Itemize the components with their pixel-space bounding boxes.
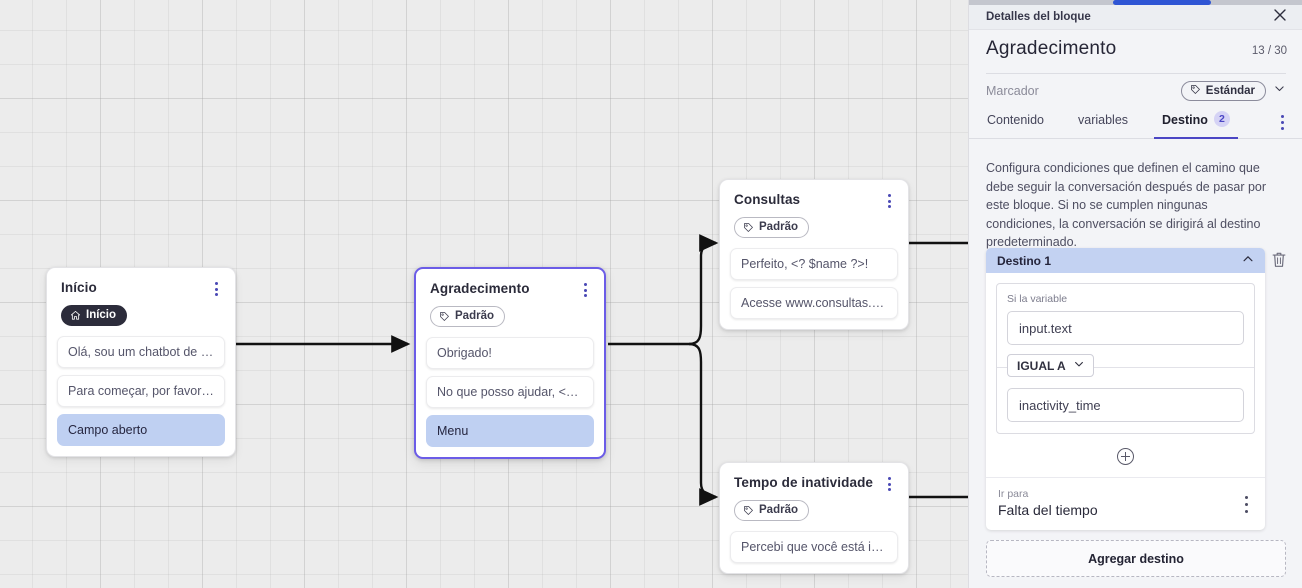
node-row[interactable]: Menu bbox=[426, 415, 594, 447]
tag-icon bbox=[743, 505, 754, 516]
home-icon bbox=[70, 310, 81, 321]
node-badge-default: Padrão bbox=[734, 217, 809, 238]
destino-card-header[interactable]: Destino 1 bbox=[986, 248, 1265, 273]
node-row[interactable]: Olá, sou um chatbot de teste! bbox=[57, 336, 225, 368]
panel-header-title: Detalles del bloque bbox=[986, 11, 1091, 23]
character-counter: 13 / 30 bbox=[1251, 45, 1287, 57]
trash-icon[interactable] bbox=[1270, 250, 1288, 270]
operator-select[interactable]: IGUAL A bbox=[1007, 354, 1094, 377]
tab-label: variables bbox=[1078, 112, 1129, 127]
node-title: Início bbox=[61, 280, 97, 295]
node-header: Início Início bbox=[47, 268, 235, 336]
node-badge-default: Padrão bbox=[430, 306, 505, 327]
add-destination-button[interactable]: Agregar destino bbox=[986, 540, 1286, 577]
node-menu-icon[interactable] bbox=[881, 192, 897, 210]
node-body: Percebi que você está inativo. C... bbox=[720, 531, 908, 573]
plus-circle-icon[interactable] bbox=[1117, 448, 1134, 465]
tag-icon bbox=[1190, 84, 1201, 98]
panel-scrollbar[interactable] bbox=[969, 0, 1302, 5]
marcador-control[interactable]: Estándar bbox=[1180, 81, 1286, 101]
chevron-down-icon[interactable] bbox=[1273, 82, 1286, 100]
node-menu-icon[interactable] bbox=[577, 281, 593, 299]
node-row[interactable]: Perfeito, <? $name ?>! bbox=[730, 248, 898, 280]
tab-badge-count: 2 bbox=[1213, 111, 1230, 127]
tag-icon bbox=[439, 311, 450, 322]
node-body: Perfeito, <? $name ?>! Acesse www.consul… bbox=[720, 248, 908, 329]
panel-title-row: Agradecimento 13 / 30 bbox=[969, 38, 1302, 60]
divider bbox=[986, 73, 1286, 74]
flow-node-inicio[interactable]: Início Início Olá, sou um chatbot de tes… bbox=[46, 267, 236, 457]
divider bbox=[997, 367, 1254, 368]
flow-canvas[interactable]: Início Início Olá, sou um chatbot de tes… bbox=[0, 0, 968, 588]
panel-description: Configura condiciones que definen el cam… bbox=[986, 161, 1267, 249]
compare-value-input[interactable]: inactivity_time bbox=[1007, 388, 1244, 422]
variable-input[interactable]: input.text bbox=[1007, 311, 1244, 345]
node-badge-label: Padrão bbox=[759, 504, 798, 516]
node-badge-label: Padrão bbox=[759, 221, 798, 233]
node-row[interactable]: Acesse www.consultas.com par... bbox=[730, 287, 898, 319]
tab-label: Contenido bbox=[987, 112, 1044, 127]
node-badge-label: Início bbox=[86, 309, 117, 321]
node-row[interactable]: Campo aberto bbox=[57, 414, 225, 446]
tab-contenido[interactable]: Contenido bbox=[987, 110, 1044, 139]
chevron-up-icon[interactable] bbox=[1241, 252, 1255, 269]
flow-node-agradecimento[interactable]: Agradecimento Padrão Obrigado! No que po… bbox=[414, 267, 606, 459]
tag-icon bbox=[743, 222, 754, 233]
page-title: Agradecimento bbox=[986, 38, 1117, 59]
node-badge-default: Padrão bbox=[734, 500, 809, 521]
destino-card-title: Destino 1 bbox=[997, 253, 1052, 268]
chevron-down-icon bbox=[1073, 358, 1085, 373]
goto-section[interactable]: Ir para Falta del tiempo bbox=[986, 477, 1265, 530]
condition-group: Si la variable input.text IGUAL A inacti… bbox=[996, 283, 1255, 434]
marcador-value: Estándar bbox=[1205, 85, 1255, 97]
node-header: Agradecimento Padrão bbox=[416, 269, 604, 337]
panel-header: Detalles del bloque bbox=[969, 5, 1302, 30]
tab-list: Contenido variables Destino 2 bbox=[969, 110, 1238, 139]
scrollbar-thumb[interactable] bbox=[1113, 0, 1211, 5]
add-destination-label: Agregar destino bbox=[1088, 551, 1184, 566]
goto-menu-icon[interactable] bbox=[1239, 496, 1253, 513]
operator-value: IGUAL A bbox=[1017, 358, 1066, 373]
flow-node-consultas[interactable]: Consultas Padrão Perfeito, <? $name ?>! … bbox=[719, 179, 909, 330]
destino-card: Destino 1 Si la variable input.text IGUA… bbox=[986, 248, 1265, 530]
node-row[interactable]: Para começar, por favor digite o ... bbox=[57, 375, 225, 407]
node-badge-start: Início bbox=[61, 305, 128, 326]
node-menu-icon[interactable] bbox=[208, 280, 224, 298]
node-title: Agradecimento bbox=[430, 281, 530, 296]
node-title: Tempo de inatividade bbox=[734, 475, 874, 490]
marcador-label: Marcador bbox=[986, 84, 1039, 98]
add-condition-row bbox=[986, 444, 1265, 477]
node-body: Obrigado! No que posso ajudar, <? $name … bbox=[416, 337, 604, 457]
tab-variables[interactable]: variables bbox=[1078, 110, 1128, 139]
flow-node-tempo-de-inatividade[interactable]: Tempo de inatividade Padrão Percebi que … bbox=[719, 462, 909, 574]
marcador-row: Marcador Estándar bbox=[986, 80, 1286, 102]
node-menu-icon[interactable] bbox=[881, 475, 897, 493]
node-body: Olá, sou um chatbot de teste! Para começ… bbox=[47, 336, 235, 456]
tab-destino[interactable]: Destino 2 bbox=[1154, 110, 1238, 139]
tab-overflow-menu-icon[interactable] bbox=[1274, 114, 1290, 131]
goto-value: Falta del tiempo bbox=[998, 502, 1098, 518]
node-row[interactable]: Obrigado! bbox=[426, 337, 594, 369]
node-header: Tempo de inatividade Padrão bbox=[720, 463, 908, 531]
node-title: Consultas bbox=[734, 192, 801, 207]
node-row[interactable]: No que posso ajudar, <? $name ... bbox=[426, 376, 594, 408]
node-header: Consultas Padrão bbox=[720, 180, 908, 248]
marcador-pill[interactable]: Estándar bbox=[1180, 81, 1266, 101]
panel-tabs: Contenido variables Destino 2 bbox=[969, 110, 1302, 139]
goto-label: Ir para bbox=[998, 488, 1029, 500]
node-badge-label: Padrão bbox=[455, 310, 494, 322]
node-row[interactable]: Percebi que você está inativo. C... bbox=[730, 531, 898, 563]
close-icon[interactable] bbox=[1272, 7, 1288, 23]
tab-label: Destino bbox=[1162, 112, 1208, 127]
condition-label: Si la variable bbox=[1007, 293, 1068, 305]
operator-row: IGUAL A bbox=[997, 354, 1254, 380]
